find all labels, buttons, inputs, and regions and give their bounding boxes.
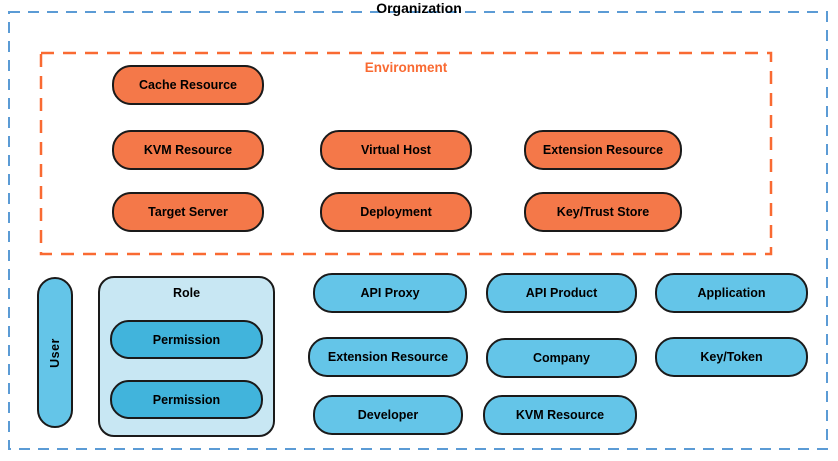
node-kvm-resource-env: KVM Resource [112,130,264,170]
user-label: User [47,337,62,368]
node-target-server: Target Server [112,192,264,232]
node-kvm-resource-org: KVM Resource [483,395,637,435]
node-cache-resource: Cache Resource [112,65,264,105]
environment-title: Environment [364,60,448,75]
node-key-trust-store: Key/Trust Store [524,192,682,232]
node-key-token: Key/Token [655,337,808,377]
node-developer: Developer [313,395,463,435]
node-permission-1: Permission [110,320,263,359]
environment-boundary [39,51,773,256]
node-virtual-host: Virtual Host [320,130,472,170]
node-application: Application [655,273,808,313]
node-deployment: Deployment [320,192,472,232]
node-role: Role Permission Permission [98,276,275,437]
node-api-product: API Product [486,273,637,313]
node-company: Company [486,338,637,378]
organization-boundary [8,11,828,450]
node-extension-resource-org: Extension Resource [308,337,468,377]
node-user: User [37,277,73,428]
node-permission-2: Permission [110,380,263,419]
organization-title: Organization [376,0,462,16]
node-extension-resource-env: Extension Resource [524,130,682,170]
role-label: Role [172,286,201,300]
node-api-proxy: API Proxy [313,273,467,313]
